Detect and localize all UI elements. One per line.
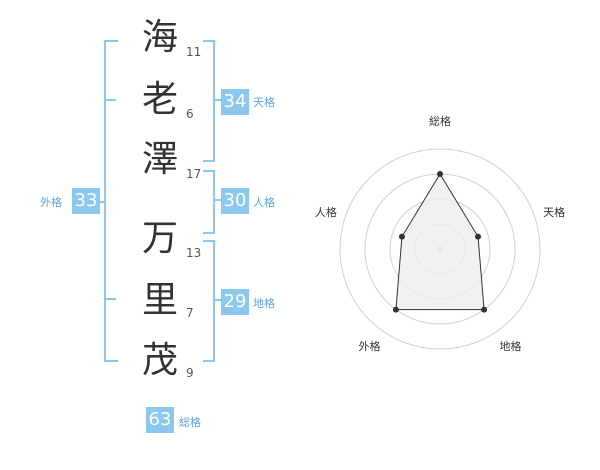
stroke-count-2: 6 — [186, 107, 194, 121]
radar-point-1 — [475, 233, 482, 240]
tenkaku-bracket — [203, 40, 215, 162]
stroke-count-4: 13 — [186, 246, 202, 260]
tenkaku-label: 天格 — [253, 96, 275, 109]
gaikaku-bracket-tick-1 — [104, 99, 116, 101]
name-char-3: 澤 — [141, 139, 178, 180]
jinkaku-bracket — [203, 170, 215, 234]
tenkaku-connector — [213, 99, 221, 101]
jinkaku-connector — [213, 199, 221, 201]
name-char-1: 海 — [141, 17, 178, 58]
jinkaku-label: 人格 — [253, 196, 275, 209]
radar-point-2 — [481, 306, 488, 313]
chikaku-bracket — [203, 240, 215, 362]
radar-axis-label-1: 天格 — [543, 205, 565, 219]
chikaku-badge: 29 — [221, 289, 249, 315]
jinkaku-badge: 30 — [221, 188, 249, 214]
radar-axis-label-0: 総格 — [429, 114, 451, 128]
stroke-count-6: 9 — [186, 366, 194, 380]
radar-ring-4 — [339, 148, 541, 350]
radar-axis-label-4: 人格 — [315, 205, 337, 219]
stroke-count-3: 17 — [186, 167, 202, 181]
name-char-6: 茂 — [141, 340, 178, 381]
name-char-5: 里 — [141, 280, 178, 321]
gaikaku-bracket-tick-2 — [104, 298, 116, 300]
radar-axis-label-3: 外格 — [358, 339, 380, 353]
radar-series-polygon — [395, 173, 485, 311]
stroke-count-5: 7 — [186, 306, 194, 320]
radar-point-4 — [398, 233, 405, 240]
radar-point-3 — [392, 306, 399, 313]
name-char-2: 老 — [141, 79, 178, 120]
chikaku-connector — [213, 299, 221, 301]
tenkaku-badge: 34 — [221, 89, 249, 115]
name-char-4: 万 — [141, 218, 178, 259]
gaikaku-connector — [96, 201, 106, 203]
gaikaku-badge: 33 — [72, 188, 100, 214]
radar-axis-label-2: 地格 — [500, 339, 522, 353]
chikaku-label: 地格 — [253, 297, 275, 310]
soukaku-badge: 63 — [146, 407, 174, 433]
gaikaku-label: 外格 — [40, 196, 62, 209]
stroke-count-1: 11 — [186, 45, 202, 59]
radar-point-0 — [437, 171, 443, 177]
soukaku-label: 総格 — [179, 416, 201, 429]
